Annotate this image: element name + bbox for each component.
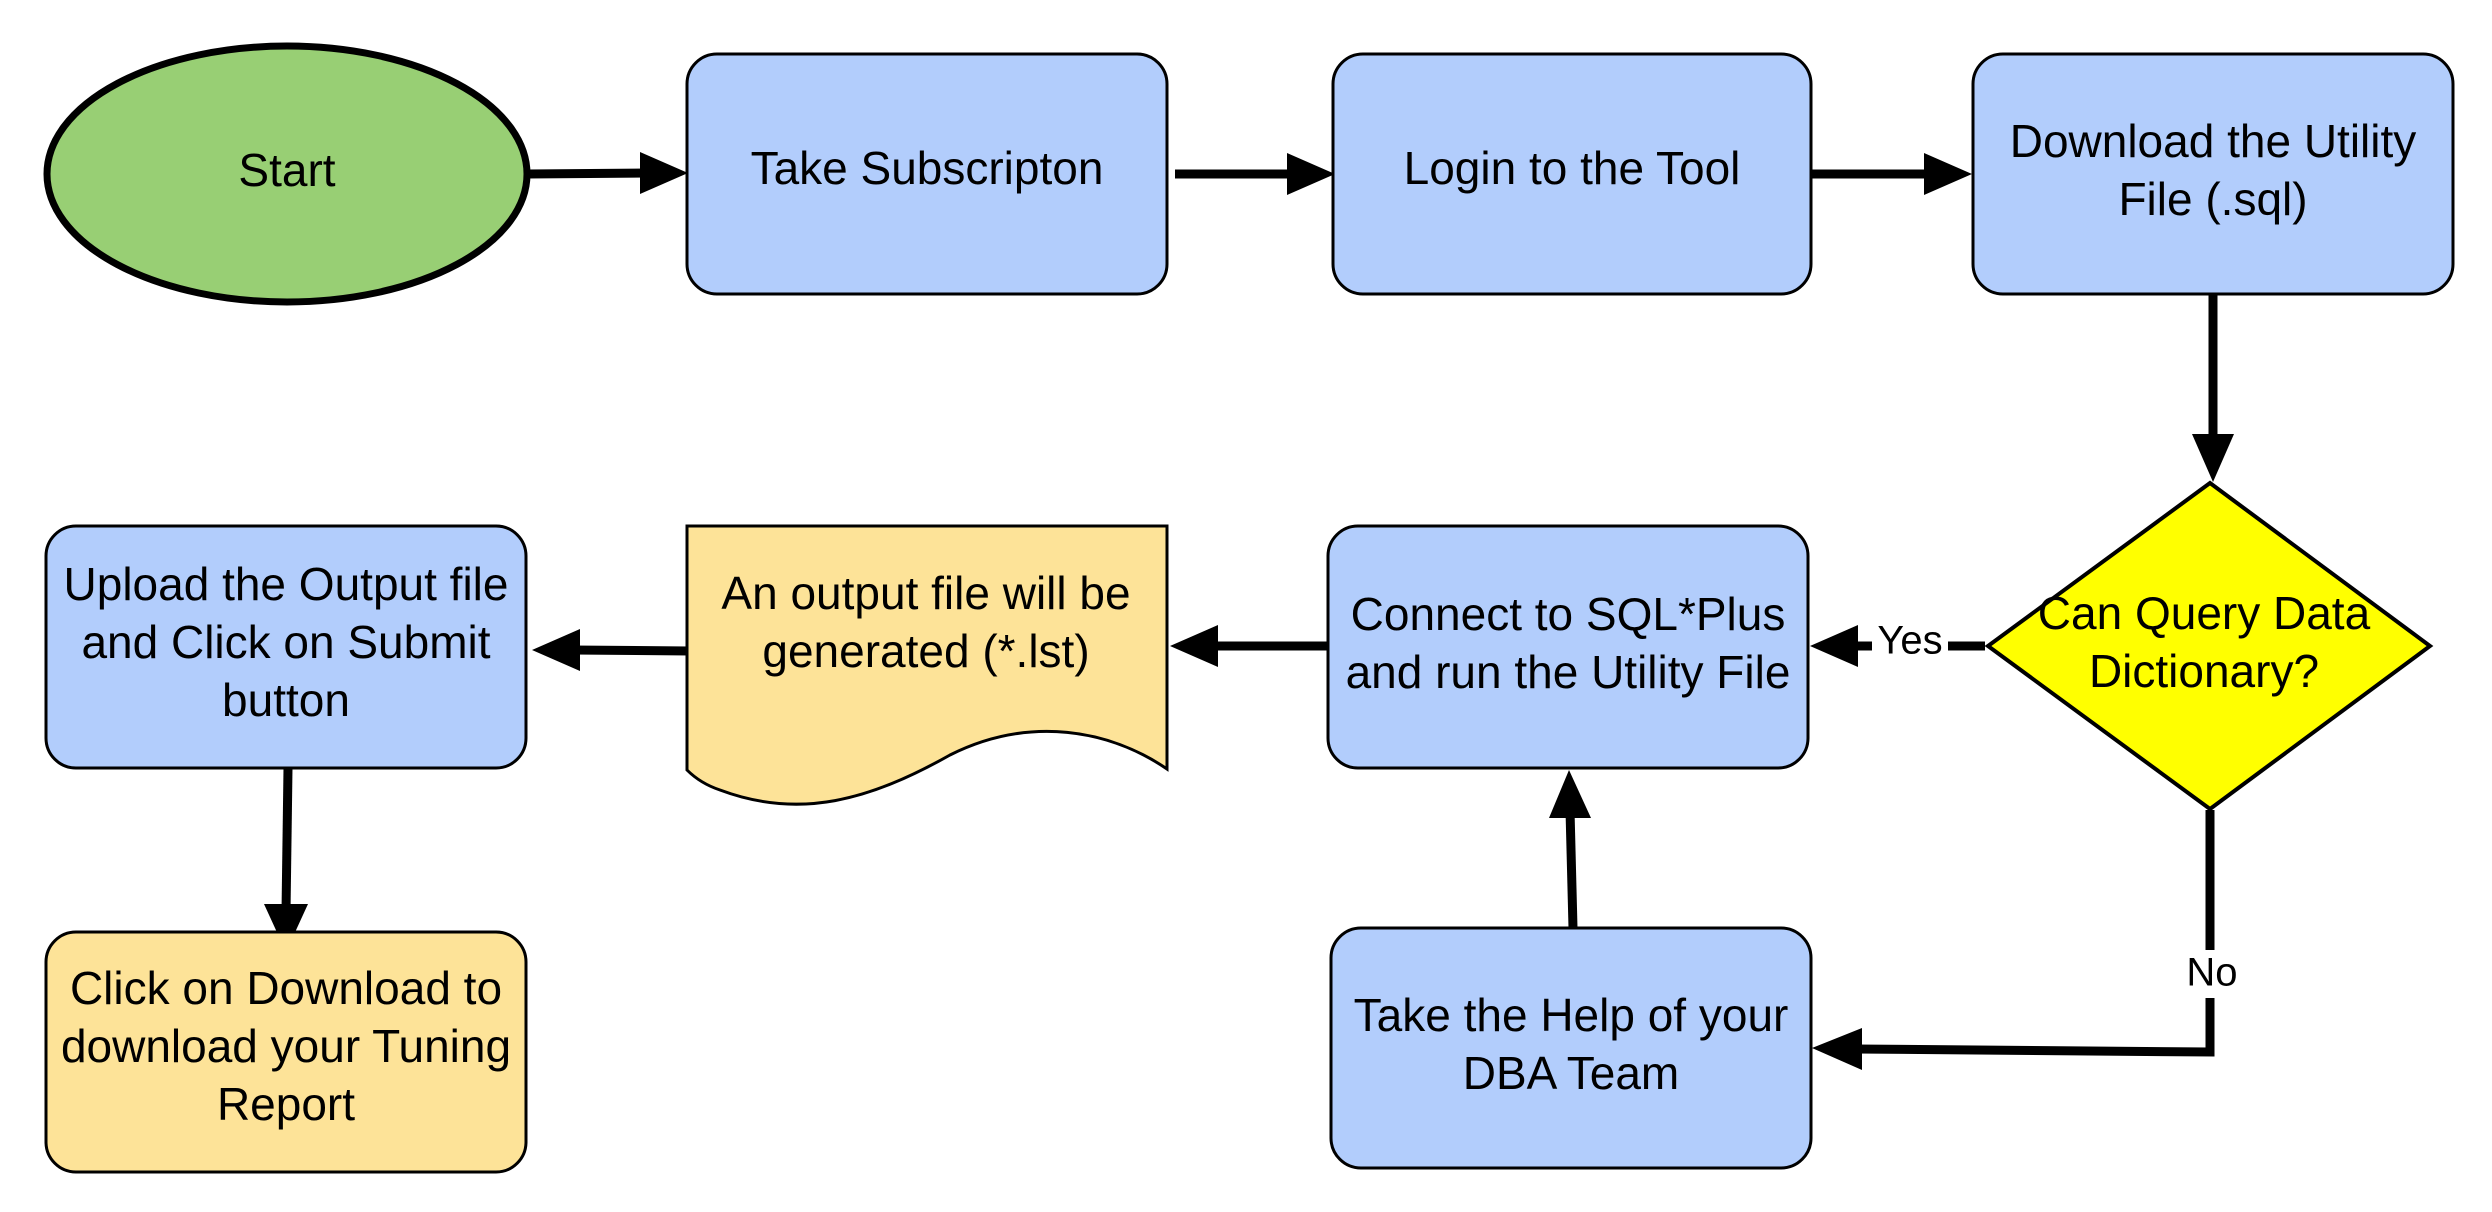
start-line-1: Start — [238, 144, 335, 196]
edge-subscription-to-login — [1175, 153, 1335, 195]
edges — [264, 152, 2234, 1070]
edge-start-to-subscription — [527, 152, 688, 194]
output-doc-line-2: generated (*.lst) — [762, 625, 1089, 677]
dba-help-line-1: Take the Help of your — [1354, 989, 1789, 1041]
connect-line-2: and run the Utility File — [1346, 646, 1791, 698]
subscription-label: Take Subscripton — [751, 142, 1104, 194]
start-node: Start — [43, 42, 531, 306]
output-document-label: An output file will be generated (*.lst) — [721, 567, 1130, 677]
upload-label: Upload the Output file and Click on Submi… — [64, 558, 509, 726]
edge-download-to-decision — [2192, 294, 2234, 482]
edge-login-to-download — [1812, 153, 1972, 195]
no-label-bg — [2185, 950, 2241, 998]
report-label: Click on Download to download your Tuning… — [61, 962, 511, 1130]
start-label: Start — [238, 144, 335, 196]
subscription-line-1: Take Subscripton — [751, 142, 1104, 194]
connect-line-1: Connect to SQL*Plus — [1351, 588, 1786, 640]
yes-label-bg — [1872, 618, 1948, 668]
edge-dba-to-connect — [1549, 770, 1591, 929]
edge-connect-to-output — [1170, 625, 1328, 667]
connect-node: Connect to SQL*Plus and run the Utility F… — [1326, 524, 1810, 770]
dba-help-line-2: DBA Team — [1463, 1047, 1679, 1099]
subscription-node: Take Subscripton — [685, 52, 1169, 296]
edge-upload-to-report — [264, 767, 308, 952]
upload-line-2: and Click on Submit — [81, 616, 490, 668]
login-node: Login to the Tool — [1331, 52, 1813, 296]
download-utility-line-2: File (.sql) — [2118, 173, 2307, 225]
yes-label: Yes — [1877, 619, 1942, 663]
upload-line-1: Upload the Output file — [64, 558, 509, 610]
report-line-1: Click on Download to — [70, 962, 502, 1014]
report-line-2: download your Tuning — [61, 1020, 511, 1072]
connect-label: Connect to SQL*Plus and run the Utility F… — [1346, 588, 1791, 698]
upload-node: Upload the Output file and Click on Submi… — [44, 524, 528, 770]
download-utility-line-1: Download the Utility — [2010, 115, 2417, 167]
login-line-1: Login to the Tool — [1404, 142, 1741, 194]
upload-line-3: button — [222, 674, 350, 726]
decision-line-2: Dictionary? — [2089, 645, 2319, 697]
login-label: Login to the Tool — [1404, 142, 1741, 194]
report-node: Click on Download to download your Tuning… — [44, 930, 528, 1174]
no-label: No — [2186, 951, 2237, 995]
output-document-node: An output file will be generated (*.lst) — [685, 524, 1169, 806]
edge-decision-to-dba-no — [1812, 810, 2215, 1070]
output-doc-line-1: An output file will be — [721, 567, 1130, 619]
edge-output-to-upload — [532, 629, 691, 671]
report-line-3: Report — [217, 1078, 355, 1130]
decision-line-1: Can Query Data — [2038, 587, 2371, 639]
